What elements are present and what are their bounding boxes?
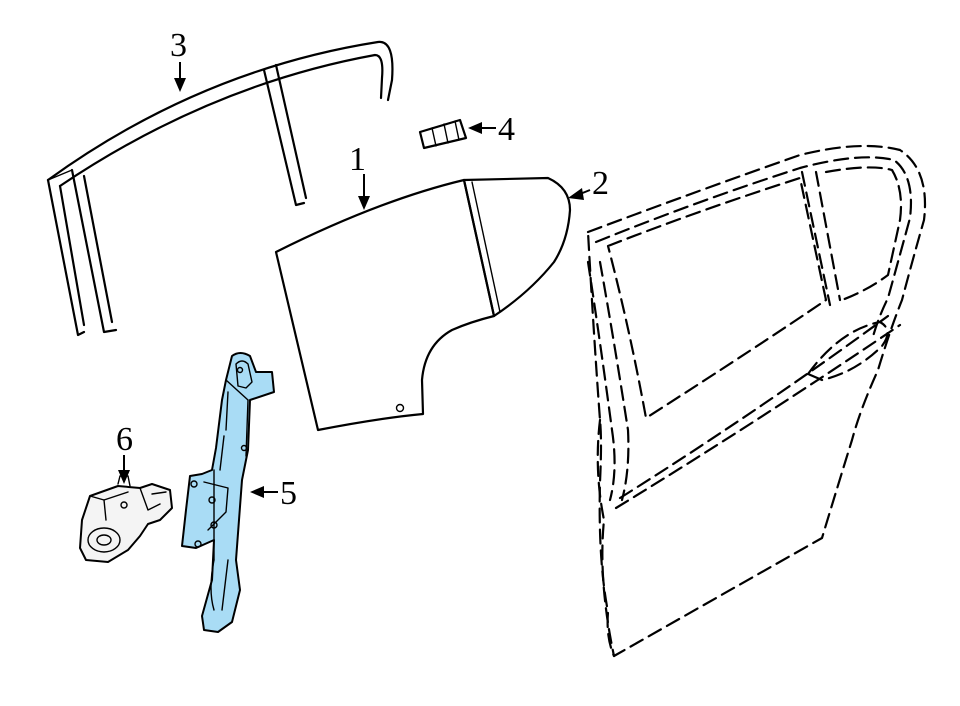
callout-6: 6 — [116, 421, 133, 484]
callout-4: 4 — [468, 111, 515, 148]
part-3-run-channel[interactable] — [46, 40, 394, 337]
part-2-quarter-glass[interactable] — [462, 176, 572, 318]
callout-label-1: 1 — [349, 141, 366, 178]
part-5-window-regulator[interactable] — [181, 352, 275, 633]
callout-label-4: 4 — [498, 111, 515, 148]
rear-door-outline — [586, 144, 927, 658]
callout-3: 3 — [170, 27, 187, 92]
callout-label-3: 3 — [170, 27, 187, 64]
callout-5: 5 — [250, 475, 297, 512]
callout-label-6: 6 — [116, 421, 133, 458]
part-4-trim-piece[interactable] — [418, 118, 468, 150]
callout-label-2: 2 — [592, 165, 609, 202]
callout-2: 2 — [568, 165, 609, 202]
part-6-regulator-motor[interactable] — [79, 475, 173, 563]
callout-1: 1 — [349, 141, 370, 210]
part-1-door-glass[interactable] — [274, 178, 496, 432]
callout-label-5: 5 — [280, 475, 297, 512]
